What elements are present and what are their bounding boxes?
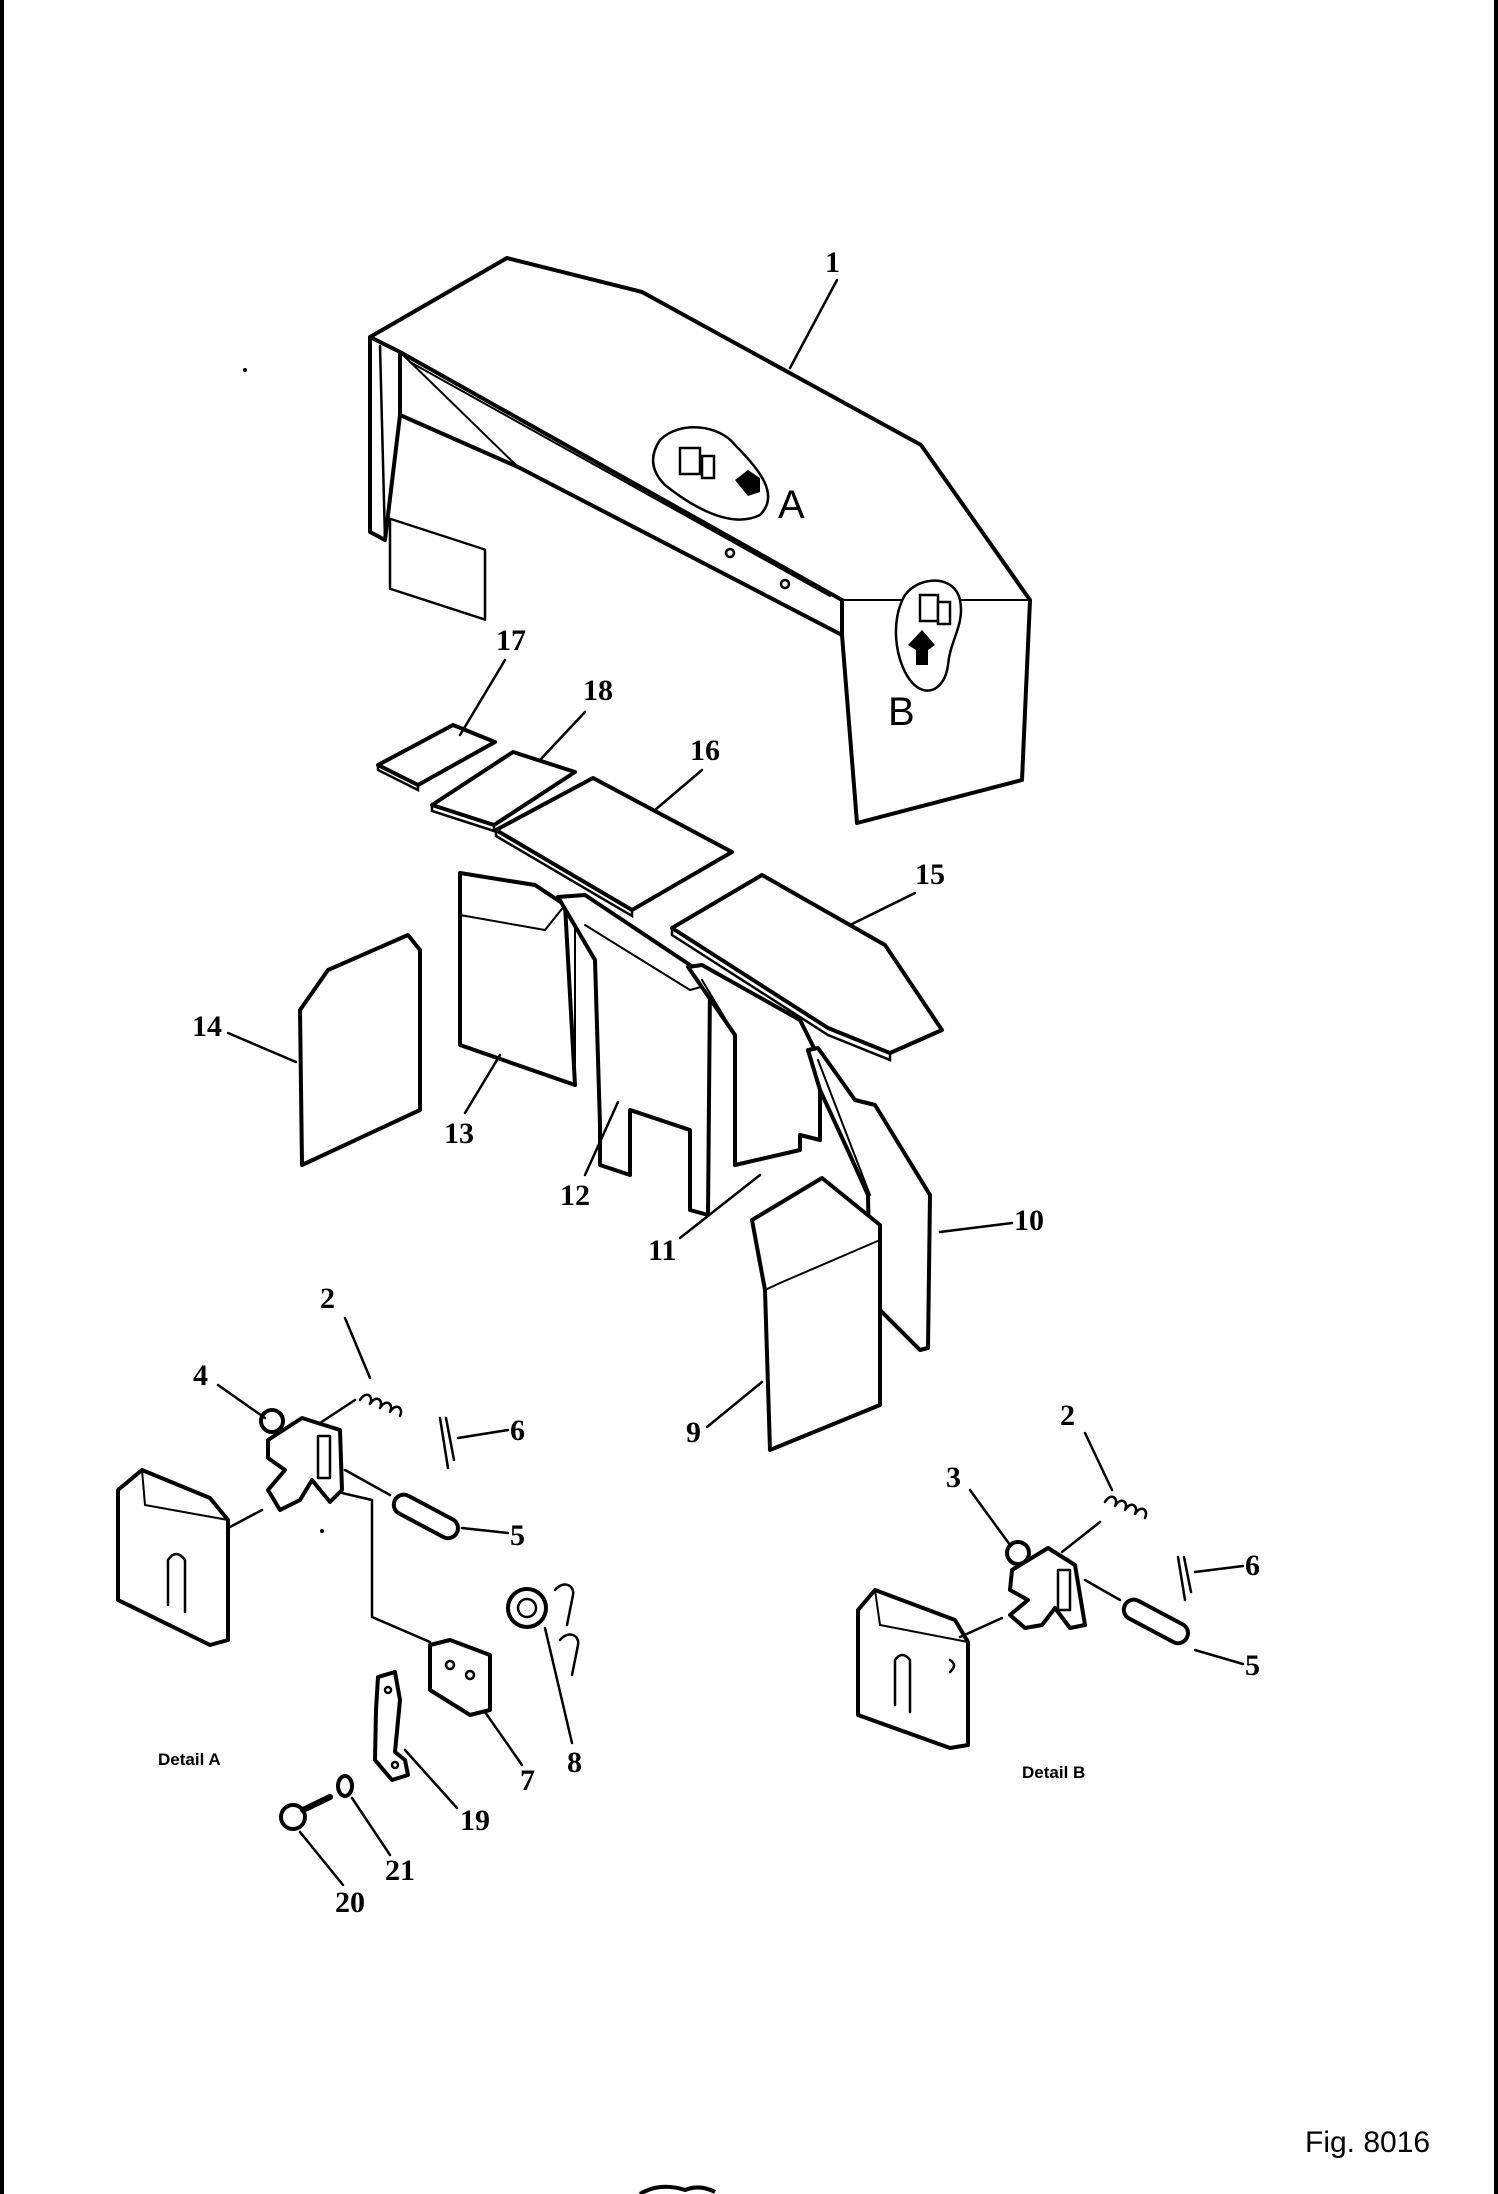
callout-5a: 5 [510, 1519, 525, 1552]
part-13-side-pad [458, 871, 577, 1087]
spring-b [1103, 1495, 1148, 1520]
callout-16: 16 [690, 734, 720, 767]
leader-6a [456, 1428, 510, 1440]
callout-17: 17 [496, 624, 526, 657]
leader-12 [583, 1100, 620, 1177]
leader-9 [705, 1380, 764, 1429]
callout-3: 3 [946, 1461, 961, 1494]
figure-label: Fig. 8016 [1305, 2126, 1430, 2159]
callout-5b: 5 [1245, 1649, 1260, 1682]
part-12-side-pad [556, 893, 712, 1217]
scan-dot [320, 1529, 324, 1533]
scan-dot [243, 368, 247, 372]
leader-2a [343, 1316, 372, 1380]
leader-8 [543, 1626, 574, 1745]
leader-4 [216, 1383, 267, 1420]
callout-6b: 6 [1245, 1549, 1260, 1582]
bracket-a [373, 1670, 410, 1782]
leader-3 [968, 1488, 1012, 1547]
detail-b-marker [894, 579, 963, 692]
callout-21: 21 [385, 1854, 415, 1887]
callout-2b: 2 [1060, 1399, 1075, 1432]
callout-10: 10 [1014, 1204, 1044, 1237]
leader-18 [538, 710, 587, 762]
callout-1: 1 [825, 246, 840, 279]
callout-6a: 6 [510, 1414, 525, 1447]
detail-a-assembly [116, 1393, 580, 1831]
page-number-fragment [638, 2184, 716, 2194]
part-1-hood-cover [368, 256, 1032, 825]
detail-a-marker [651, 426, 770, 521]
leader-16 [653, 768, 704, 812]
part-15-pad [670, 873, 944, 1062]
leader-13 [463, 1053, 502, 1115]
callout-15: 15 [915, 858, 945, 891]
leader-7 [483, 1710, 524, 1767]
leader-11 [678, 1173, 762, 1240]
callout-8: 8 [567, 1746, 582, 1779]
callout-13: 13 [444, 1117, 474, 1150]
callout-11: 11 [648, 1234, 676, 1267]
leader-17 [458, 658, 507, 737]
callout-4: 4 [193, 1359, 208, 1392]
leader-20 [298, 1830, 345, 1887]
detail-a-letter: A [778, 483, 805, 527]
part-18-pad [430, 750, 577, 833]
detail-b-assembly [856, 1495, 1193, 1750]
leader-21 [350, 1796, 392, 1857]
striker-a [428, 1638, 492, 1717]
detail-b-plate [856, 1588, 970, 1750]
callout-12: 12 [560, 1179, 590, 1212]
bolt-head [279, 1803, 307, 1831]
washer [336, 1774, 354, 1798]
callout-7: 7 [520, 1764, 535, 1797]
pin-b [1121, 1597, 1190, 1646]
part-11-side-pad [686, 963, 822, 1167]
part-9-side-pad [750, 1176, 882, 1452]
leader-19 [403, 1748, 459, 1810]
leader-6b [1193, 1564, 1245, 1574]
callout-2a: 2 [320, 1282, 335, 1315]
detail-b-caption: Detail B [1022, 1763, 1085, 1782]
callout-9: 9 [686, 1416, 701, 1449]
leader-2b [1083, 1431, 1114, 1492]
leader-14 [226, 1031, 298, 1064]
callout-14: 14 [192, 1010, 222, 1043]
part-16-pad [494, 776, 734, 919]
latch-knob-a [259, 1408, 285, 1434]
leader-5a [460, 1526, 510, 1535]
leader-10 [938, 1221, 1014, 1234]
cotter-a [438, 1416, 456, 1470]
callout-20: 20 [335, 1886, 365, 1919]
callout-18: 18 [583, 674, 613, 707]
part-14-side-pad [298, 933, 422, 1167]
keys [553, 1583, 580, 1677]
spring-a [358, 1393, 403, 1418]
detail-a-caption: Detail A [158, 1750, 221, 1769]
callout-19: 19 [460, 1804, 490, 1837]
pin-a [391, 1492, 460, 1541]
detail-b-letter: B [888, 690, 915, 734]
leader-15 [848, 891, 917, 927]
part-17-pad [376, 723, 497, 793]
cotter-b [1176, 1555, 1193, 1602]
leader-1 [788, 278, 839, 370]
part-10-side-pad [806, 1046, 932, 1352]
leader-5b [1193, 1648, 1245, 1666]
